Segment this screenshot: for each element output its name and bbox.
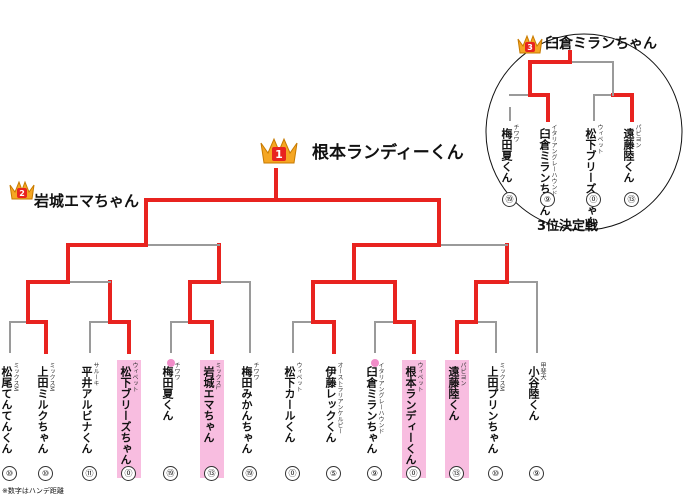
- handicap-badge: ⑩: [488, 466, 503, 481]
- contestant-name: 遠藤陸くん: [447, 366, 460, 421]
- contestant-breed: ウィペット: [596, 124, 603, 154]
- contestant-name: 松尾てんてんくん: [0, 366, 13, 454]
- handicap-badge: ⑨: [540, 192, 555, 207]
- contestant-breed: 甲斐犬: [539, 362, 546, 380]
- silver-crown-icon: 2: [9, 180, 35, 200]
- handicap-badge: ⑬: [204, 466, 219, 481]
- winner-highlight: [200, 360, 224, 478]
- contestant-breed: ミックスM: [498, 362, 505, 392]
- champion-name: 根本ランディーくん: [312, 143, 464, 163]
- winner-highlight: [117, 360, 141, 478]
- handicap-badge: ⓪: [586, 192, 601, 207]
- handicap-badge: ⑬: [624, 192, 639, 207]
- contestant-name: 松下ブリーズちゃん: [119, 366, 132, 465]
- marker-dot: [167, 359, 175, 367]
- contestant-breed: パピヨン: [459, 362, 466, 386]
- contestant-breed: ミックスM: [12, 362, 19, 392]
- contestant-name: 梅田みかんちゃん: [240, 366, 253, 454]
- contestant-breed: チワワ: [173, 362, 180, 380]
- contestant-breed: イタリアングレーハウンド: [377, 362, 384, 434]
- contestant-breed: チワワ: [512, 124, 519, 142]
- contestant-name: 伊藤レックくん: [324, 366, 337, 443]
- contestant-breed: イタリアングレーハウンド: [550, 124, 557, 196]
- third-place-caption: 3位決定戦: [537, 219, 599, 234]
- bronze-crown-icon: 3: [517, 34, 543, 54]
- gold-crown-icon: 1: [260, 137, 298, 164]
- contestant-name: 松下ブリーズちゃん: [584, 128, 597, 227]
- contestant-name: 臼倉ミランちゃん: [365, 366, 378, 454]
- footnote: ※数字はハンデ距離: [2, 487, 64, 495]
- contestant-name: 岩城エマちゃん: [202, 366, 215, 443]
- contestant-breed: オーストラリアンケルピー: [336, 362, 343, 434]
- handicap-badge: ⑩: [38, 466, 53, 481]
- handicap-badge: ⑩: [2, 466, 17, 481]
- champion-rank: 1: [275, 148, 283, 161]
- contestant-name: 小谷陸くん: [527, 366, 540, 421]
- handicap-badge: ⓪: [121, 466, 136, 481]
- winner-highlight: [402, 360, 426, 478]
- contestant-name: 根本ランディーくん: [404, 366, 417, 465]
- third-rank: 3: [527, 43, 533, 52]
- handicap-badge: ⓪: [285, 466, 300, 481]
- third-place-name: 臼倉ミランちゃん: [545, 36, 657, 52]
- contestant-breed: ウィペット: [416, 362, 423, 392]
- handicap-badge: ⑲: [242, 466, 257, 481]
- handicap-badge: ⑬: [449, 466, 464, 481]
- handicap-badge: ⑲: [163, 466, 178, 481]
- second-rank: 2: [19, 189, 25, 198]
- handicap-badge: ⑨: [367, 466, 382, 481]
- contestant-name: 上田ミルクちゃん: [36, 366, 49, 454]
- contestant-name: 梅田夏くん: [500, 128, 513, 183]
- contestant-name: 上田プリンちゃん: [486, 366, 499, 454]
- contestant-breed: ミックスL: [214, 362, 221, 390]
- contestant-name: 遠藤陸くん: [622, 128, 635, 183]
- contestant-breed: ウィペット: [295, 362, 302, 392]
- handicap-badge: ⑤: [326, 466, 341, 481]
- handicap-badge: ⑲: [502, 192, 517, 207]
- contestant-name: 松下カールくん: [283, 366, 296, 443]
- second-place-name: 岩城エマちゃん: [34, 192, 140, 210]
- winner-highlight: [445, 360, 469, 478]
- contestant-breed: ウィペット: [131, 362, 138, 392]
- contestant-name: 梅田夏くん: [161, 366, 174, 421]
- marker-dot: [371, 359, 379, 367]
- contestant-breed: サルーキ: [92, 362, 99, 386]
- handicap-badge: ⓪: [406, 466, 421, 481]
- handicap-badge: ⑪: [82, 466, 97, 481]
- contestant-breed: チワワ: [252, 362, 259, 380]
- third-place-frame: [485, 33, 683, 231]
- handicap-badge: ⑨: [529, 466, 544, 481]
- contestant-name: 平井アルビナくん: [80, 366, 93, 454]
- contestant-breed: ミックスM: [48, 362, 55, 392]
- contestant-breed: パピヨン: [634, 124, 641, 148]
